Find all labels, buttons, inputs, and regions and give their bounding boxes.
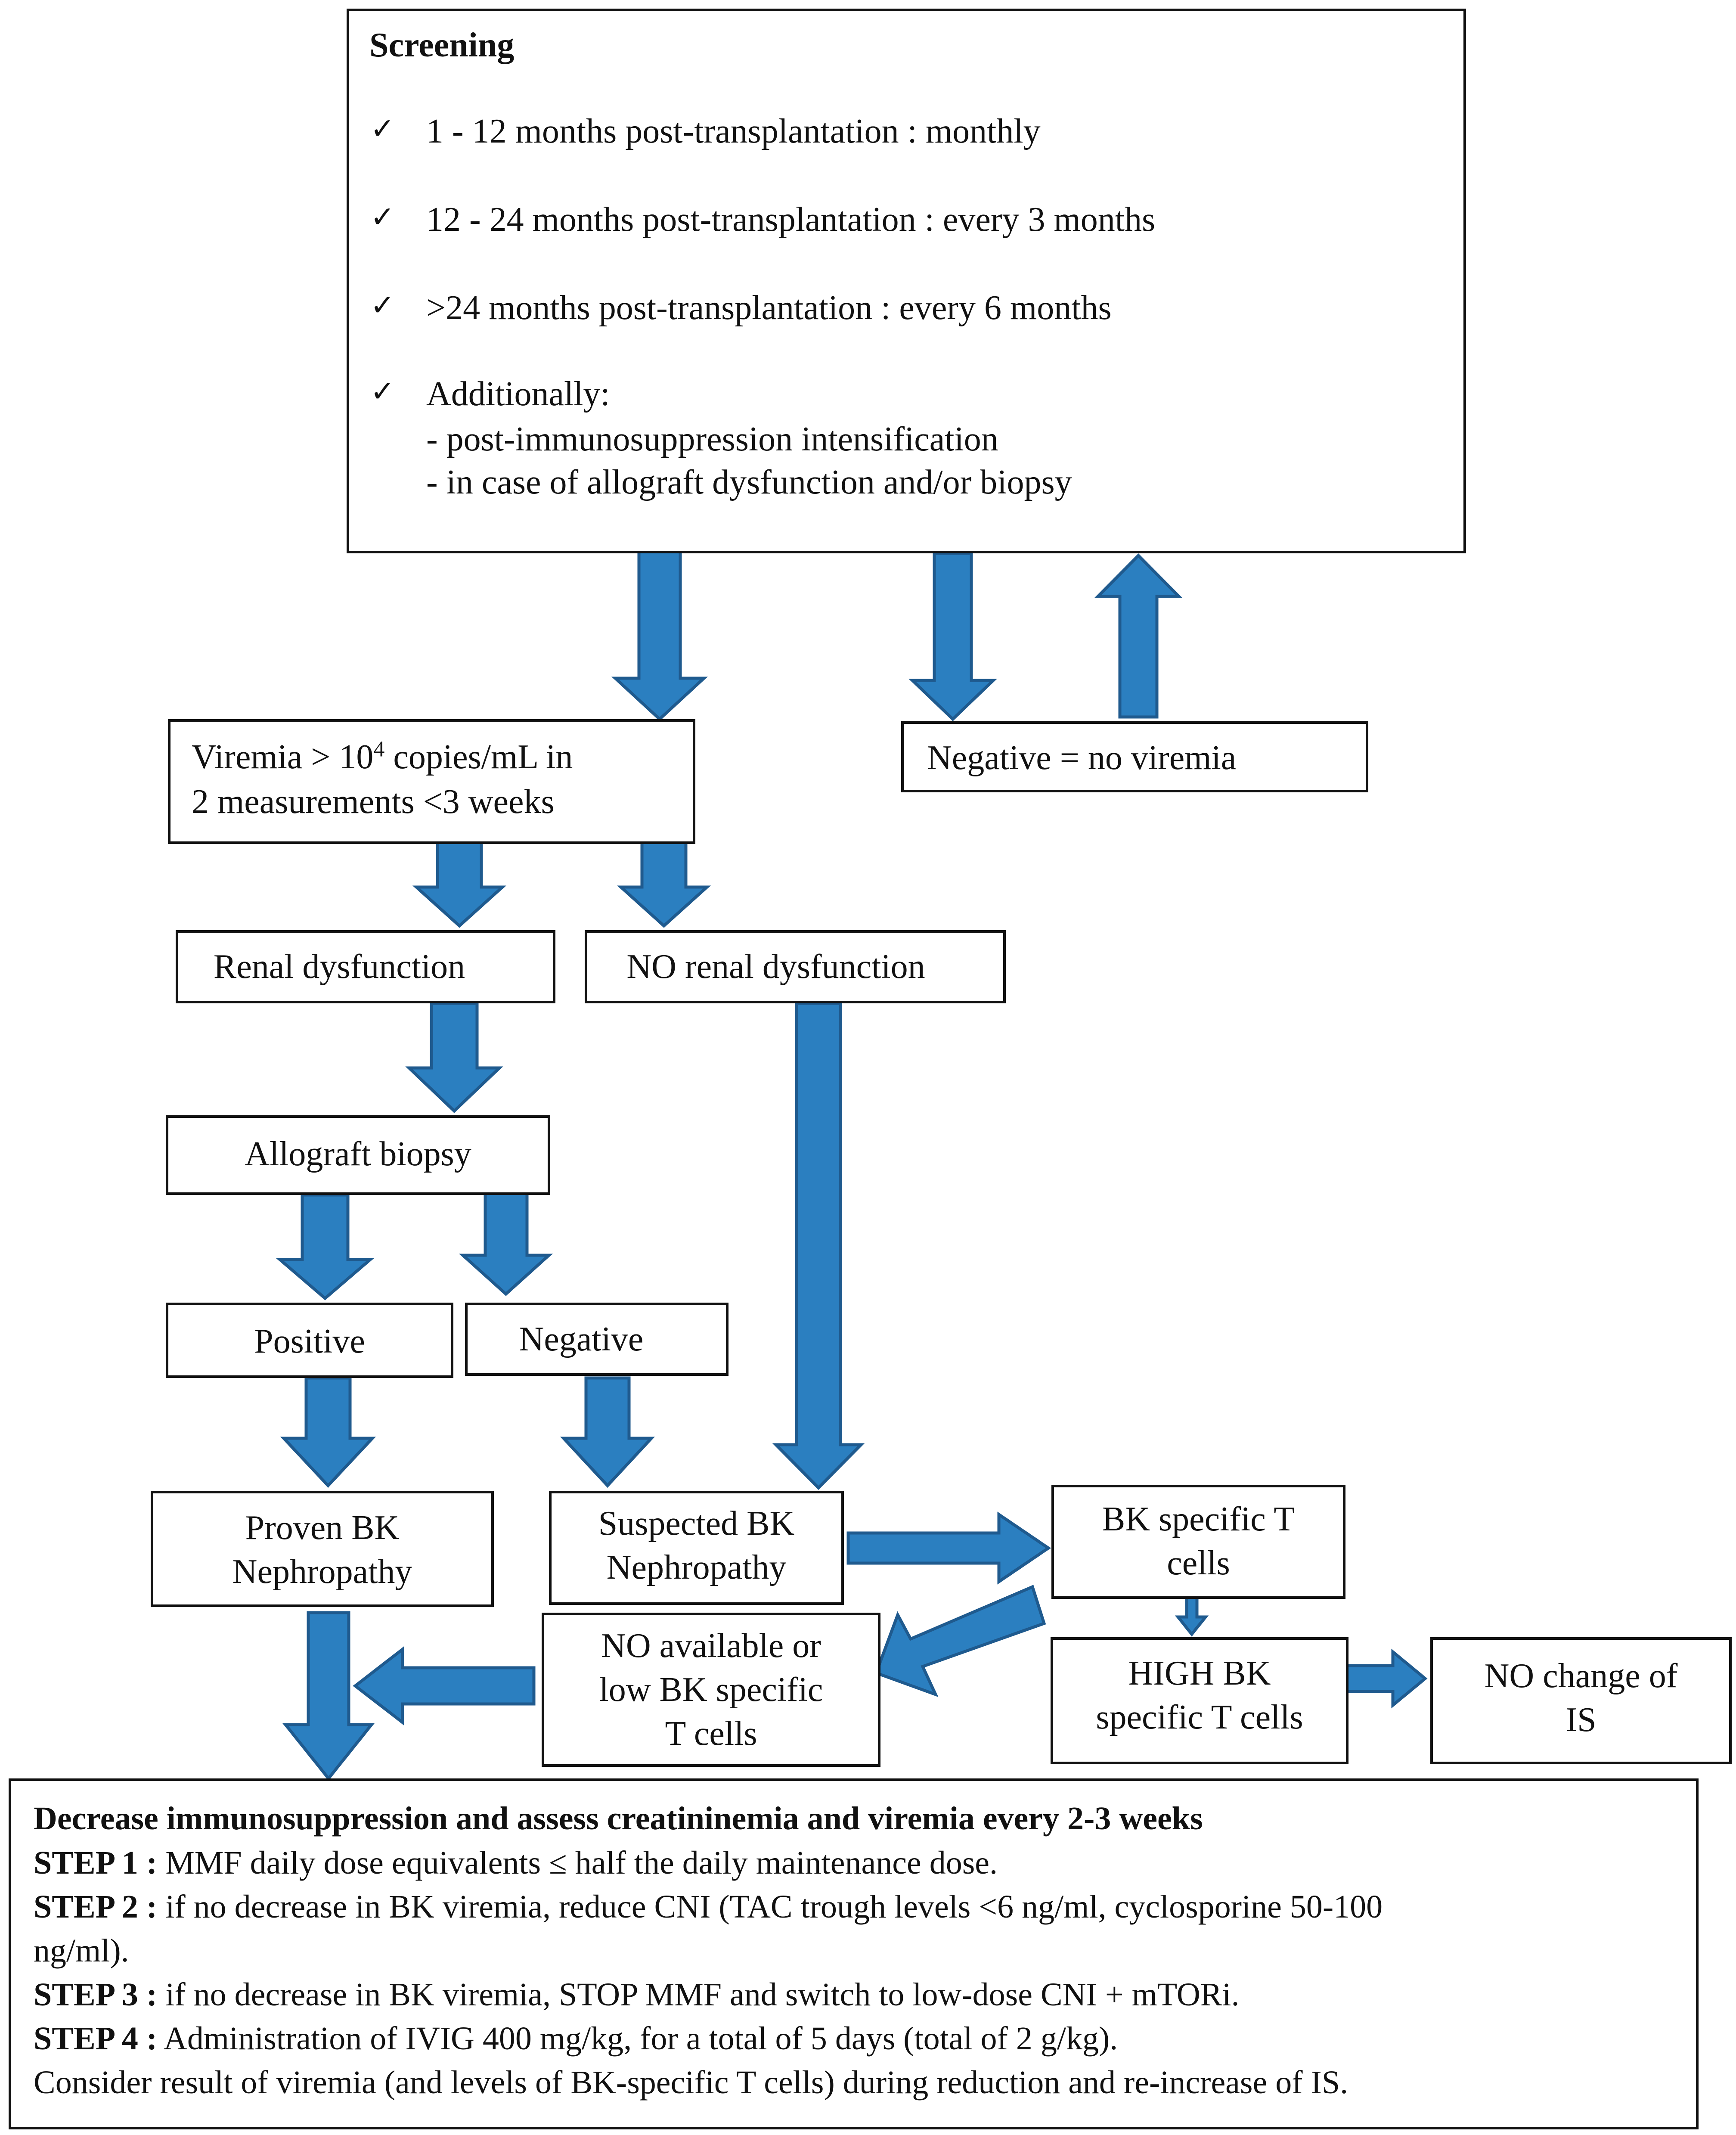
check-icon: ✓ [370,375,395,409]
high-bk-line-2: specific T cells [1096,1698,1303,1736]
consider-note: Consider result of viremia (and levels o… [34,2064,1348,2101]
arrow-low-to-decrease [353,1646,536,1726]
renal-dysfunction-box [176,930,555,1003]
no-change-line-1: NO change of [1484,1657,1678,1695]
no-renal-dysfunction-label: NO renal dysfunction [626,948,925,986]
check-icon: ✓ [370,200,395,234]
step-2: STEP 2 : if no decrease in BK viremia, r… [34,1889,1383,1925]
low-bk-line-1: NO available or [601,1627,821,1665]
arrow-negative-to-screening [1094,553,1183,719]
screening-item-1: 1 - 12 months post-transplantation : mon… [426,112,1041,150]
no-renal-dysfunction-box [585,930,1006,1003]
arrow-negative-to-suspected [560,1376,655,1488]
arrow-suspected-to-t-cells [846,1511,1051,1585]
negative-viremia-box [901,721,1368,792]
step-1: STEP 1 : MMF daily dose equivalents ≤ ha… [34,1845,998,1881]
arrow-biopsy-to-positive [276,1193,375,1300]
no-change-is-box [1430,1637,1732,1764]
negative-label: Negative [519,1320,644,1358]
arrow-renal-to-biopsy [405,1002,503,1113]
screening-item-2: 12 - 24 months post-transplantation : ev… [426,201,1156,239]
negative-box [465,1303,728,1376]
arrow-screening-to-negative [908,552,997,721]
step-2-continued: ng/ml). [34,1933,129,1969]
renal-dysfunction-label: Renal dysfunction [213,948,465,986]
step-4: STEP 4 : Administration of IVIG 400 mg/k… [34,2020,1118,2057]
arrow-t-cells-to-low [874,1585,1046,1697]
suspected-bk-line-2: Nephropathy [606,1548,787,1586]
viremia-line-2: 2 measurements <3 weeks [192,783,555,821]
negative-viremia-label: Negative = no viremia [927,739,1237,777]
arrow-no-renal-to-suspected [772,1002,865,1490]
arrow-biopsy-to-negative [459,1189,553,1296]
proven-bk-line-1: Proven BK [245,1509,400,1547]
proven-bk-line-2: Nephropathy [232,1553,412,1591]
decrease-immunosuppression-box [9,1778,1699,2129]
allograft-biopsy-label: Allograft biopsy [245,1135,471,1173]
arrow-positive-to-proven [280,1376,376,1488]
arrow-proven-to-decrease [282,1611,375,1781]
bk-t-cells-line-2: cells [1167,1544,1230,1582]
decrease-title: Decrease immunosuppression and assess cr… [34,1800,1203,1837]
bk-t-cells-line-1: BK specific T [1102,1500,1295,1538]
viremia-line-1: Viremia > 104 copies/mL in [192,737,573,776]
no-change-line-2: IS [1566,1701,1596,1739]
low-bk-t-cells-box [542,1613,880,1767]
arrow-viremia-to-no-renal [617,840,711,928]
suspected-bk-box [549,1491,844,1605]
low-bk-line-2: low BK specific [599,1671,823,1709]
arrow-screening-to-viremia [611,547,708,721]
low-bk-line-3: T cells [665,1715,757,1753]
high-bk-line-1: HIGH BK [1128,1654,1271,1692]
screening-item-3: >24 months post-transplantation : every … [426,289,1112,327]
viremia-box [168,719,695,844]
positive-box [166,1303,453,1378]
bk-t-cells-box [1051,1485,1345,1599]
allograft-biopsy-box [166,1115,550,1195]
high-bk-t-cells-box [1051,1637,1348,1764]
arrow-high-to-no-change [1345,1648,1428,1709]
screening-title: Screening [369,26,515,64]
suspected-bk-line-1: Suspected BK [598,1505,795,1542]
arrow-viremia-to-renal [412,840,507,928]
screening-item-4: Additionally: [426,375,610,413]
screening-subitem-2: - in case of allograft dysfunction and/o… [426,463,1072,501]
screening-subitem-1: - post-immunosuppression intensification [426,420,998,458]
check-icon: ✓ [370,112,395,146]
positive-label: Positive [254,1322,365,1360]
proven-bk-box [151,1491,494,1607]
step-3: STEP 3 : if no decrease in BK viremia, S… [34,1977,1240,2013]
check-icon: ✓ [370,289,395,323]
arrow-t-cells-to-high [1175,1594,1209,1637]
screening-box [347,9,1466,553]
